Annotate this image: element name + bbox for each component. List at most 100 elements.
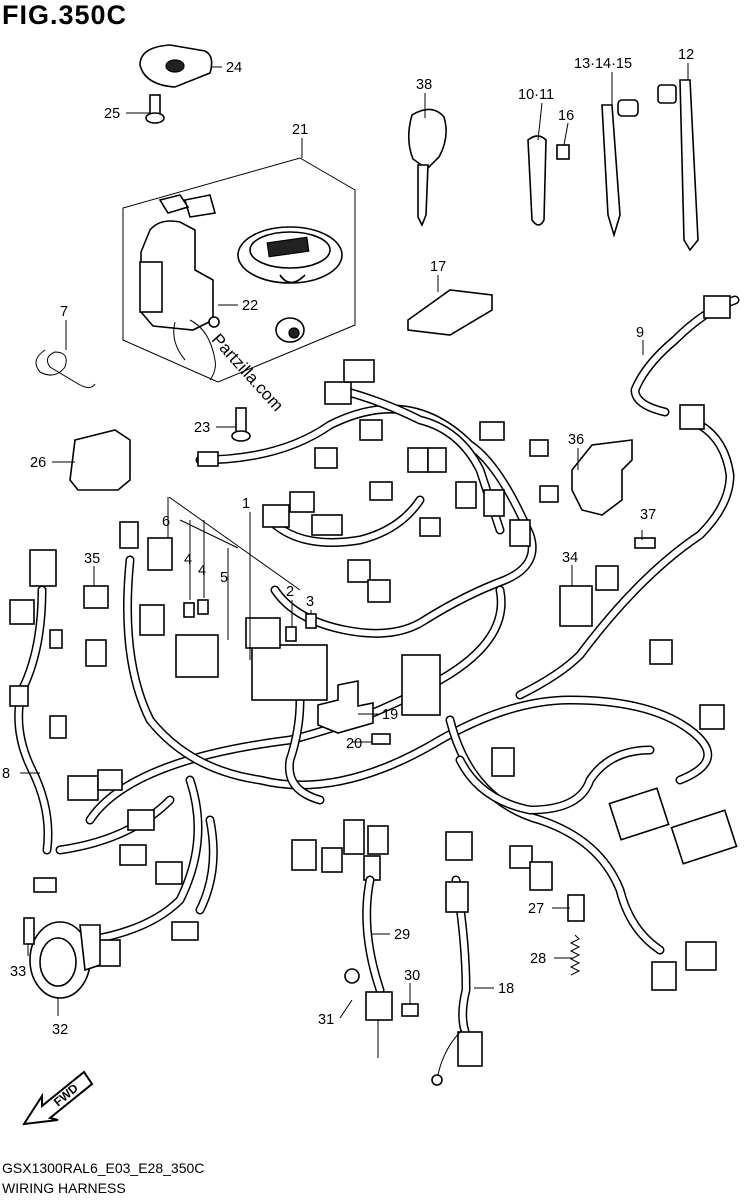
cable-tie-13-14-15-part — [601, 104, 621, 238]
bolt-20-part — [371, 733, 391, 745]
horn-32-part — [29, 921, 101, 999]
callout-20: 20 — [346, 736, 362, 752]
connector-1e — [343, 359, 375, 383]
connector-8f — [49, 629, 63, 649]
callout-22: 22 — [242, 298, 258, 314]
callout-9: 9 — [636, 325, 644, 341]
relay-block-part — [175, 634, 219, 678]
leader-lines — [20, 63, 689, 1019]
connector-8e — [33, 877, 57, 893]
connector-low-d — [367, 825, 389, 855]
connector-1q — [347, 559, 371, 583]
connector-1b — [289, 491, 315, 513]
callout-36: 36 — [568, 432, 584, 448]
fuse-2 — [285, 626, 297, 642]
relay-35-part — [83, 585, 109, 609]
connector-1l — [509, 519, 531, 547]
connector-1m — [529, 439, 549, 457]
callout-25: 25 — [104, 106, 120, 122]
connector-1g — [407, 447, 429, 473]
connector-left-d — [119, 844, 147, 866]
key-part — [407, 108, 447, 227]
callout-2: 2 — [286, 584, 294, 600]
bolt-23-part — [231, 407, 251, 442]
connector-left-f — [171, 921, 199, 941]
callout-32: 32 — [52, 1022, 68, 1038]
connector-low-b — [321, 847, 343, 873]
part-6 — [147, 537, 173, 571]
connector-1r — [367, 579, 391, 603]
screw-16-part — [556, 144, 570, 160]
connector-low-c — [343, 819, 365, 855]
pad-17-part — [407, 289, 493, 336]
callout-21: 21 — [292, 122, 308, 138]
callout-8: 8 — [2, 766, 10, 782]
fuse-3 — [305, 613, 317, 629]
connector-1f — [359, 419, 383, 441]
connector-1k — [483, 489, 505, 517]
callout-6: 6 — [162, 514, 170, 530]
connector-left-a — [67, 775, 99, 801]
sub-harness-9 — [515, 295, 740, 700]
callout-23: 23 — [194, 420, 210, 436]
connector-1c — [314, 447, 338, 469]
ecu-connector-a — [608, 787, 670, 841]
callout-12: 12 — [678, 47, 694, 63]
fuse-box-part — [251, 644, 328, 701]
figure-code: GSX1300RAL6_E03_E28_350C — [2, 1160, 205, 1176]
fuse-4b — [197, 599, 209, 615]
connector-1i — [479, 421, 505, 441]
main-harness-1 — [55, 359, 738, 991]
bolt-37-part — [634, 537, 656, 549]
lock-set-box-outline — [122, 157, 356, 383]
connector-34-part — [559, 585, 593, 627]
connector-mid-a — [491, 747, 515, 777]
connector-right-d — [651, 961, 677, 991]
connector-8c — [9, 685, 29, 707]
fuse-box-cover — [245, 617, 281, 649]
connector-35b — [85, 639, 107, 667]
callout-33: 33 — [10, 964, 26, 980]
callout-19: 19 — [382, 707, 398, 723]
connector-18b — [445, 881, 469, 913]
callout-16: 16 — [558, 108, 574, 124]
connector-cluster — [401, 654, 441, 716]
callout-5: 5 — [220, 570, 228, 586]
bracket-36-part — [571, 439, 633, 516]
callout-27: 27 — [528, 901, 544, 917]
callout-4a: 4 — [184, 552, 192, 568]
bolt-33-part — [23, 917, 35, 945]
connector-1j — [455, 481, 477, 509]
cable-tie-12-part — [679, 79, 699, 252]
spring-clip-part — [35, 349, 96, 388]
harness-8 — [9, 549, 67, 893]
callout-34: 34 — [562, 550, 578, 566]
connector-8b — [9, 599, 35, 625]
callout-37: 37 — [640, 507, 656, 523]
connector-right-c — [685, 941, 717, 971]
connector-9b — [679, 404, 705, 430]
connector-1t — [197, 451, 219, 467]
connector-8a — [29, 549, 57, 587]
connector-left-b — [97, 769, 123, 791]
callout-18: 18 — [498, 981, 514, 997]
connector-right-b — [699, 704, 725, 730]
ignition-switch-housing — [139, 261, 163, 313]
callout-13-14-15: 13·14·15 — [574, 56, 632, 72]
rubber-boot-part — [69, 429, 131, 491]
connector-1d — [324, 381, 352, 405]
connector-low-a — [291, 839, 317, 871]
callout-7: 7 — [60, 304, 68, 320]
connector-mid-b — [509, 845, 533, 869]
figure-title: FIG.350C — [2, 0, 128, 30]
callout-30: 30 — [404, 968, 420, 984]
fwd-arrow-icon: FWD — [22, 1070, 94, 1126]
callout-1: 1 — [242, 496, 250, 512]
connector-18c — [457, 1031, 483, 1067]
clamp-10-11-part — [527, 135, 547, 226]
connector-6b — [119, 521, 139, 549]
ignition-key-blades — [158, 194, 217, 218]
connector-1s — [311, 514, 343, 536]
washer-31 — [344, 968, 360, 984]
